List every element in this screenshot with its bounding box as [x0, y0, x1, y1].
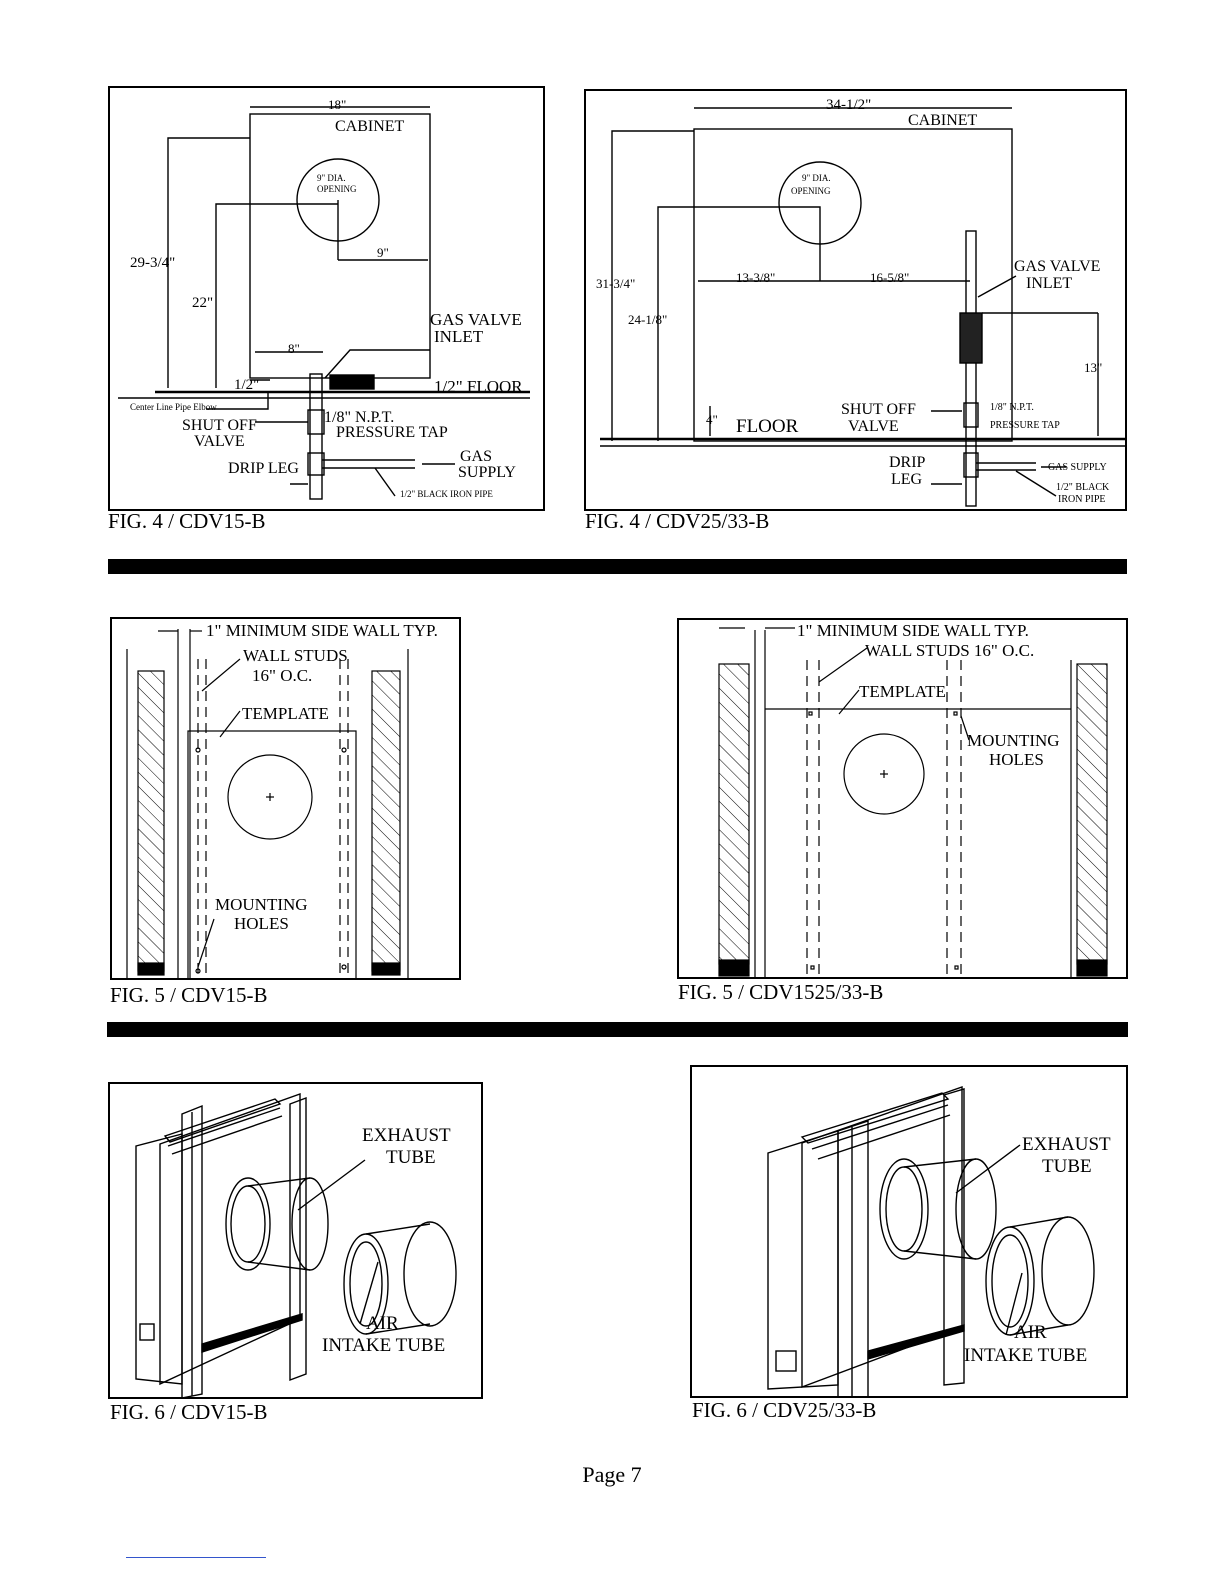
fig4b-pressure-tap-label: PRESSURE TAP: [990, 420, 1060, 431]
fig6-cdv15-drawing: [135, 1093, 457, 1397]
fig4a-9in-dim: 9": [377, 245, 389, 260]
fig6-cdv15-diagram: EXHAUST TUBE AIR INTAKE TUBE: [108, 1082, 483, 1399]
fig4a-npt-label: 1/8" N.P.T.: [324, 409, 395, 426]
fig5a-min-side-label: 1" MINIMUM SIDE WALL TYP.: [206, 621, 438, 640]
fig4b-31in-dim: 31-3/4": [596, 276, 636, 291]
fig5b-caption: FIG. 5 / CDV1525/33-B: [678, 980, 884, 1004]
fig4a-black-iron-label: 1/2" BLACK IRON PIPE: [400, 489, 493, 499]
fig4b-inlet-label: INLET: [1026, 275, 1073, 292]
fig4b-13in-dim: 13": [1084, 360, 1103, 375]
fig5b-template-label: TEMPLATE: [859, 682, 946, 701]
fig6a-exhaust-label: EXHAUST: [362, 1125, 451, 1146]
fig4a-shut-off-label: SHUT OFF: [182, 417, 257, 434]
fig5-cdv25-diagram: 1" MINIMUM SIDE WALL TYP. WALL STUDS 16"…: [677, 618, 1128, 979]
fig6b-intake-label: INTAKE TUBE: [964, 1345, 1088, 1366]
fig4a-29in-dim: 29-3/4": [130, 255, 176, 271]
fig4a-inlet-label: INLET: [434, 327, 484, 346]
fig5-cdv15-drawing: [126, 629, 409, 978]
fig6a-air-label: AIR: [366, 1313, 399, 1334]
fig4b-16-58-dim: 16-5/8": [870, 270, 910, 285]
fig6-cdv25-diagram: EXHAUST TUBE AIR INTAKE TUBE: [690, 1065, 1128, 1398]
fig4b-4in-dim: 4": [706, 412, 718, 427]
fig6b-exhaust-label: EXHAUST: [1022, 1134, 1111, 1155]
fig4-cdv15-diagram: 18" CABINET 9" DIA. OPENING 9" 29-3/4" 2…: [108, 86, 545, 511]
fig4a-half-left: 1/2": [234, 377, 260, 393]
fig5b-holes-label: HOLES: [989, 750, 1044, 769]
fig4b-leg-label: LEG: [891, 471, 923, 488]
fig4a-width-dim: 18": [328, 97, 347, 112]
fig4b-iron-pipe-label: IRON PIPE: [1058, 494, 1106, 505]
fig4a-center-line-label: Center Line Pipe Elbow: [130, 402, 217, 412]
fig4b-black-label: 1/2" BLACK: [1056, 482, 1110, 493]
fig4-cdv25-diagram: 34-1/2" CABINET 9" DIA. OPENING 31-3/4" …: [584, 89, 1127, 511]
fig4a-caption: FIG. 4 / CDV15-B: [108, 509, 266, 533]
fig5a-mounting-label: MOUNTING: [215, 895, 308, 914]
fig4a-valve-label: VALVE: [194, 433, 245, 450]
fig5-cdv25-drawing: [718, 627, 1108, 977]
fig4a-22in-dim: 22": [192, 295, 214, 311]
fig6a-tube-label: TUBE: [386, 1147, 436, 1168]
fig5a-oc-label: 16" O.C.: [252, 666, 313, 685]
fig4a-opening-label-2: OPENING: [317, 184, 357, 194]
fig4a-pressure-tap-label: PRESSURE TAP: [336, 424, 448, 441]
fig4b-caption: FIG. 4 / CDV25/33-B: [585, 509, 770, 533]
fig4-cdv15-drawing: [118, 106, 530, 500]
fig4b-opening-label: 9" DIA.: [802, 173, 831, 183]
fig4a-opening-label: 9" DIA.: [317, 173, 346, 183]
fig4b-cabinet-label: CABINET: [908, 112, 978, 129]
fig4b-shut-off-label: SHUT OFF: [841, 401, 916, 418]
fig5b-mounting-label: MOUNTING: [967, 731, 1060, 750]
fig5b-min-side-label: 1" MINIMUM SIDE WALL TYP.: [797, 621, 1029, 640]
fig4a-drip-leg-label: DRIP LEG: [228, 460, 299, 477]
section-divider-2: [107, 1022, 1128, 1037]
fig4b-gas-valve-label: GAS VALVE: [1014, 258, 1101, 275]
fig4b-width-dim: 34-1/2": [826, 97, 872, 113]
fig5a-caption: FIG. 5 / CDV15-B: [110, 983, 268, 1007]
fig4a-supply-label: SUPPLY: [458, 464, 516, 481]
fig6b-air-label: AIR: [1014, 1322, 1047, 1343]
fig4-cdv25-drawing: [600, 107, 1125, 507]
fig4b-opening-label-2: OPENING: [791, 186, 831, 196]
fig6-cdv25-drawing: [767, 1086, 1095, 1396]
fig6a-intake-label: INTAKE TUBE: [322, 1335, 446, 1356]
section-divider: [108, 559, 1127, 574]
fig5a-template-label: TEMPLATE: [242, 704, 329, 723]
fig4b-floor-label: FLOOR: [736, 416, 799, 437]
fig4b-24in-dim: 24-1/8": [628, 312, 668, 327]
fig4a-floor-label: 1/2" FLOOR: [434, 377, 523, 396]
fig4a-gas-label: GAS: [460, 448, 493, 465]
fig4a-cabinet-label: CABINET: [335, 118, 405, 135]
page-number: Page 7: [582, 1462, 642, 1487]
fig6b-tube-label: TUBE: [1042, 1156, 1092, 1177]
fig5a-wall-studs-label: WALL STUDS: [243, 646, 348, 665]
fig4a-8in-dim: 8": [288, 341, 300, 356]
fig5-cdv15-diagram: 1" MINIMUM SIDE WALL TYP. WALL STUDS 16"…: [110, 617, 461, 980]
fig6a-caption: FIG. 6 / CDV15-B: [110, 1400, 268, 1424]
fig4b-valve-label: VALVE: [848, 418, 899, 435]
fig4b-13-38-dim: 13-3/8": [736, 270, 776, 285]
fig4b-npt-label: 1/8" N.P.T.: [990, 402, 1034, 413]
fig4a-gas-valve-label: GAS VALVE: [430, 310, 522, 329]
fig6b-caption: FIG. 6 / CDV25/33-B: [692, 1398, 877, 1422]
footer-rule: [126, 1557, 266, 1558]
fig4b-drip-label: DRIP: [889, 454, 926, 471]
fig4b-gas-supply-label: GAS SUPPLY: [1048, 462, 1107, 473]
fig5a-holes-label: HOLES: [234, 914, 289, 933]
fig5b-wall-studs-label: WALL STUDS 16" O.C.: [865, 641, 1035, 660]
